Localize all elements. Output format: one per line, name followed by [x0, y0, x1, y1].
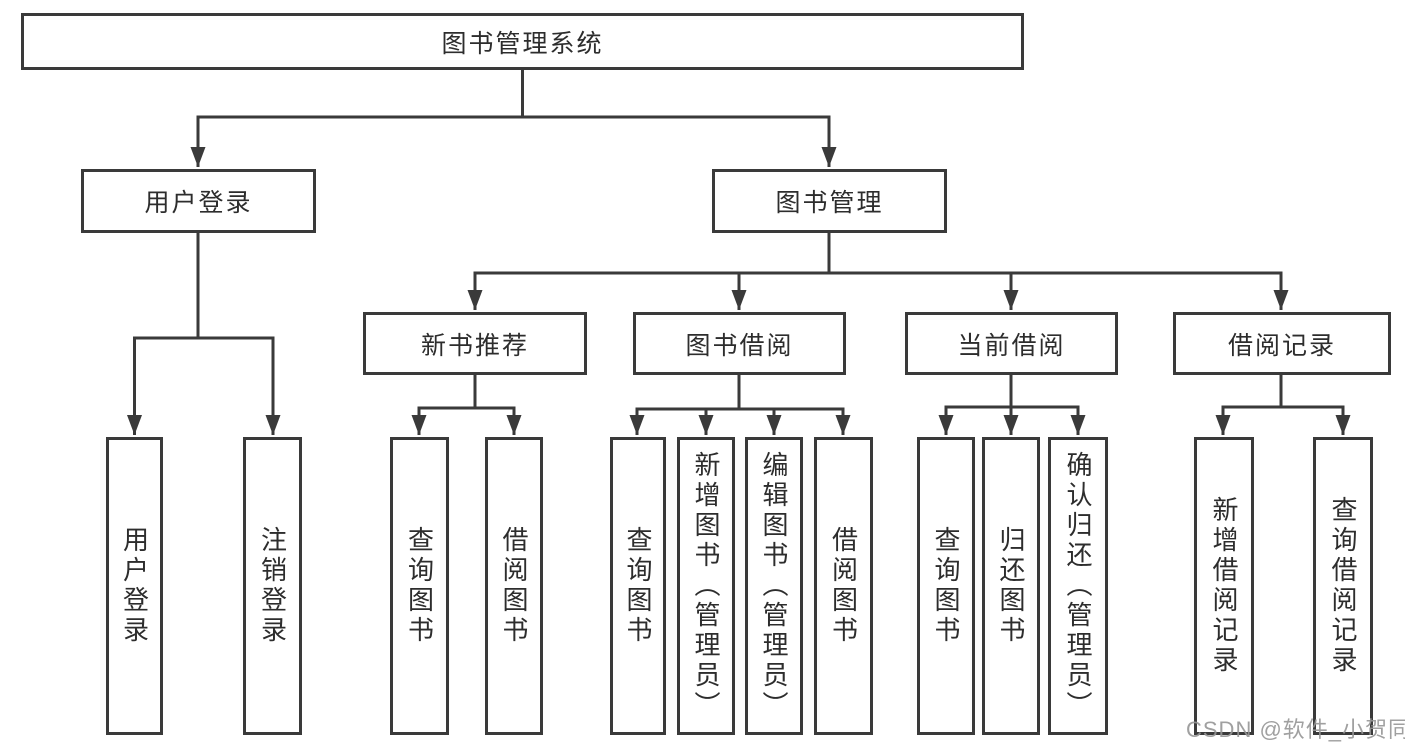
node-new-book-recommend-label: 新书推荐 — [420, 331, 529, 360]
node-root-label: 图书管理系统 — [441, 29, 604, 58]
leaf-cb-confirm-return: 确认归还（管理员） — [1048, 437, 1108, 735]
leaf-logout-label: 注销登录 — [257, 526, 288, 646]
leaf-br-add-record: 新增借阅记录 — [1194, 437, 1254, 735]
node-user-login: 用户登录 — [81, 169, 316, 233]
leaf-user-login-label: 用户登录 — [119, 526, 150, 646]
leaf-cb-confirm-return-label: 确认归还（管理员） — [1063, 451, 1093, 721]
leaf-br-add-record-label: 新增借阅记录 — [1209, 496, 1239, 676]
leaf-cb-return-book: 归还图书 — [982, 437, 1040, 735]
leaf-cb-query-book: 查询图书 — [917, 437, 975, 735]
node-current-borrow-label: 当前借阅 — [957, 331, 1066, 360]
leaf-bb-edit-book-label: 编辑图书（管理员） — [759, 451, 789, 721]
node-current-borrow: 当前借阅 — [905, 312, 1118, 375]
node-book-management-label: 图书管理 — [775, 189, 884, 217]
leaf-cb-return-book-label: 归还图书 — [996, 526, 1026, 646]
leaf-bb-borrow-book: 借阅图书 — [814, 437, 873, 735]
leaf-bb-add-book-label: 新增图书（管理员） — [691, 451, 721, 721]
leaf-bb-query-book-label: 查询图书 — [623, 526, 653, 646]
leaf-bb-edit-book: 编辑图书（管理员） — [745, 437, 803, 735]
leaf-nb-query-book-label: 查询图书 — [404, 526, 435, 646]
node-book-borrow: 图书借阅 — [633, 312, 846, 375]
node-root: 图书管理系统 — [21, 13, 1024, 70]
node-borrow-records: 借阅记录 — [1173, 312, 1391, 375]
leaf-cb-query-book-label: 查询图书 — [931, 526, 961, 646]
leaf-bb-query-book: 查询图书 — [610, 437, 666, 735]
node-borrow-records-label: 借阅记录 — [1227, 331, 1336, 360]
leaf-br-query-record: 查询借阅记录 — [1313, 437, 1373, 735]
leaf-nb-query-book: 查询图书 — [390, 437, 449, 735]
node-book-management: 图书管理 — [712, 169, 947, 233]
leaf-br-query-record-label: 查询借阅记录 — [1328, 496, 1358, 676]
node-new-book-recommend: 新书推荐 — [363, 312, 587, 375]
node-user-login-label: 用户登录 — [144, 189, 253, 217]
leaf-user-login: 用户登录 — [106, 437, 163, 735]
leaf-logout: 注销登录 — [243, 437, 302, 735]
leaf-nb-borrow-book: 借阅图书 — [485, 437, 543, 735]
leaf-nb-borrow-book-label: 借阅图书 — [499, 526, 529, 646]
node-book-borrow-label: 图书借阅 — [685, 331, 794, 360]
leaf-bb-borrow-book-label: 借阅图书 — [828, 526, 859, 646]
leaf-bb-add-book: 新增图书（管理员） — [677, 437, 735, 735]
csdn-watermark: CSDN @软件_小贺同学 — [1186, 717, 1405, 742]
